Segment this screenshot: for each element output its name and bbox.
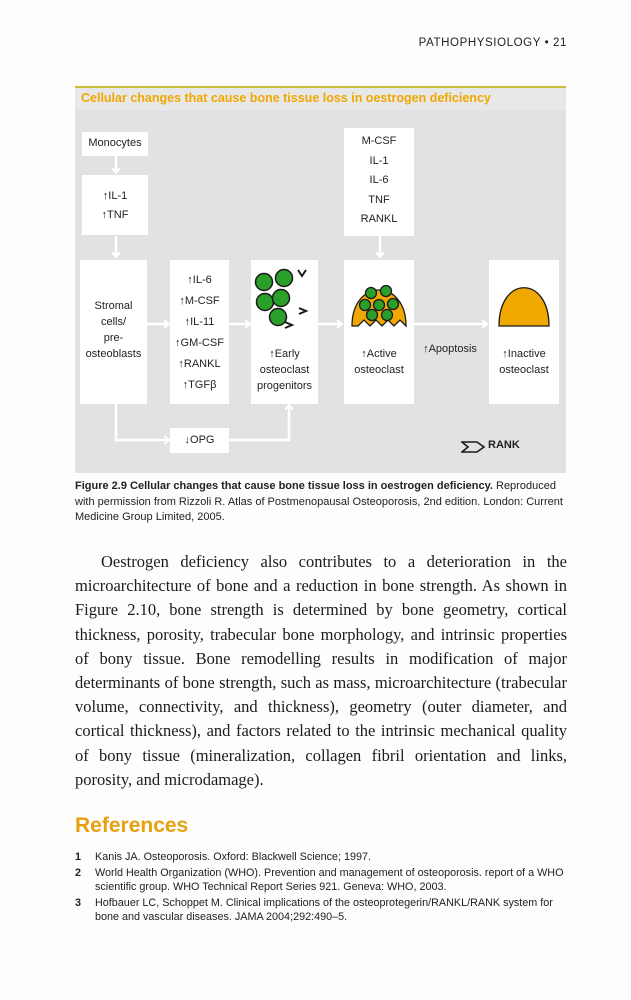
progenitors-box: ↑Early osteoclast progenitors [251,260,318,404]
factor-tnf: ↑TNF [82,206,148,225]
opg-box: ↓OPG [170,428,229,453]
running-head: PATHOPHYSIOLOGY • 21 [419,37,567,49]
active-osteoclast-icon [344,260,414,338]
progenitor-cells-icon [251,260,318,340]
apoptosis-label: ↑Apoptosis [416,343,484,355]
arrow-opg-progenitors [229,406,289,440]
monocyte-factors-box: ↑IL-1 ↑TNF [82,175,148,235]
caption-label: Figure 2.9 [75,480,127,492]
factor-il1: ↑IL-1 [82,175,148,206]
stromal-cells-box: Stromal cells/ pre- osteoblasts [80,260,147,404]
body-paragraph: Oestrogen deficiency also contributes to… [75,550,567,792]
inactive-osteoclast-box: ↑Inactive osteoclast [489,260,559,404]
arrow-stromal-opg [116,404,168,440]
reference-item: 3 Hofbauer LC, Schoppet M. Clinical impl… [75,896,567,925]
references-list: 1 Kanis JA. Osteoporosis. Oxford: Blackw… [75,850,567,926]
rank-receptor-icon [461,440,487,454]
caption-title: Cellular changes that cause bone tissue … [130,480,493,492]
stromal-factors-box: ↑IL-6 ↑M-CSF ↑IL-11 ↑GM-CSF ↑RANKL ↑TGFβ [170,260,229,404]
inactive-osteoclast-icon [489,260,559,338]
cytokines-box: M-CSF IL-1 IL-6 TNF RANKL [344,128,414,236]
active-osteoclast-box: ↑Active osteoclast [344,260,414,404]
monocytes-box: Monocytes [82,132,148,156]
references-heading: References [75,814,188,838]
figure-caption: Figure 2.9 Cellular changes that cause b… [75,479,567,526]
figure: Cellular changes that cause bone tissue … [75,86,566,473]
rank-label: RANK [488,439,520,451]
reference-item: 1 Kanis JA. Osteoporosis. Oxford: Blackw… [75,850,567,865]
reference-item: 2 World Health Organization (WHO). Preve… [75,866,567,895]
